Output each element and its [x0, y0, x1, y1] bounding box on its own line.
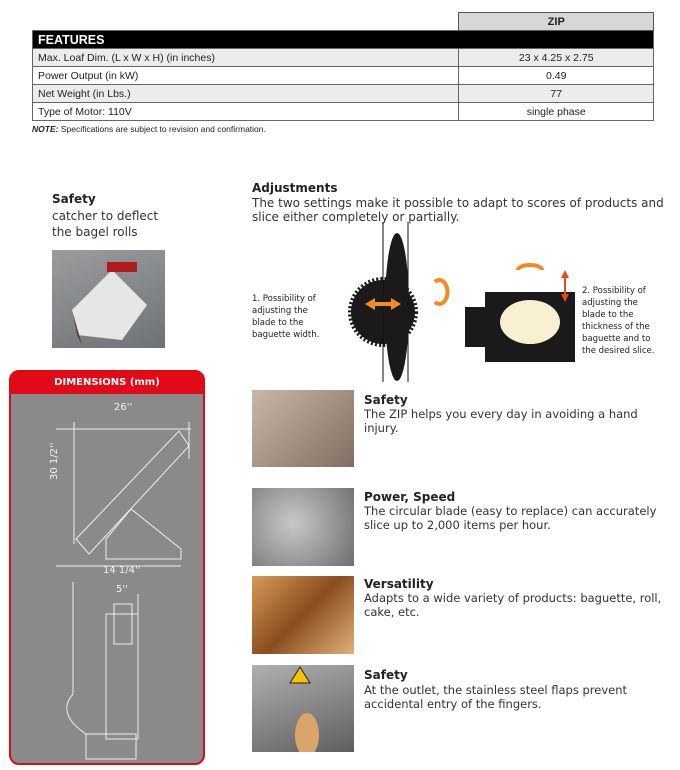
- feature-title: Safety: [364, 668, 408, 682]
- arrow-icon: [365, 298, 401, 310]
- table-row: Power Output (in kW)0.49: [31, 66, 654, 85]
- feature-text: Adapts to a wide variety of products: ba…: [364, 591, 662, 619]
- dimensions-panel: DIMENSIONS (mm) 26'' 30 1/2'' 14 1/4'' 5…: [9, 370, 205, 765]
- outlet-flaps-photo: [252, 665, 354, 752]
- adjustments-text: The two settings make it possible to ada…: [252, 196, 664, 224]
- catcher-photo: [52, 250, 165, 348]
- dimensions-title: DIMENSIONS (mm): [11, 372, 203, 394]
- row-label: Power Output (in kW): [31, 66, 460, 85]
- table-row: Max. Loaf Dim. (L x W x H) (in inches)23…: [31, 48, 654, 67]
- rotate-arrow-icon: [516, 263, 544, 271]
- feature-text: The ZIP helps you every day in avoiding …: [364, 407, 638, 435]
- width-dimension: 26'': [114, 402, 133, 413]
- model-header: ZIP: [458, 12, 654, 31]
- machine-drawing: [56, 422, 191, 760]
- adjustments-title: Adjustments: [252, 181, 338, 195]
- height-dimension: 30 1/2'': [49, 442, 60, 481]
- adjustment-label-1: 1. Possibility of adjusting the blade to…: [252, 294, 320, 340]
- adjustment-diagram: [348, 222, 575, 382]
- feature-title: Safety: [364, 393, 408, 407]
- row-label: Type of Motor: 110V: [31, 102, 460, 121]
- row-value: single phase: [458, 102, 654, 121]
- note-text: Specifications are subject to revision a…: [58, 124, 266, 134]
- safety-left-text: catcher to deflect the bagel rolls: [52, 209, 159, 239]
- feature-title: Power, Speed: [364, 490, 456, 504]
- spec-table: ZIP FEATURES Max. Loaf Dim. (L x W x H) …: [31, 12, 654, 121]
- depth-dimension: 14 1/4'': [103, 565, 141, 576]
- table-row: Net Weight (in Lbs.)77: [31, 84, 654, 103]
- feature-text: At the outlet, the stainless steel flaps…: [364, 683, 628, 711]
- feature-title: Versatility: [364, 577, 434, 591]
- note-label: NOTE:: [32, 124, 59, 134]
- feature-text: The circular blade (easy to replace) can…: [364, 504, 657, 532]
- safety-hand-photo: [252, 390, 354, 467]
- features-header: FEATURES: [32, 30, 654, 49]
- row-label: Max. Loaf Dim. (L x W x H) (in inches): [31, 48, 460, 67]
- safety-left-title: Safety: [52, 192, 96, 206]
- row-value: 23 x 4.25 x 2.75: [458, 48, 654, 67]
- blade-photo: [252, 488, 354, 566]
- bread-photo: [252, 576, 354, 654]
- note: NOTE: Specifications are subject to revi…: [32, 124, 266, 134]
- row-value: 0.49: [458, 66, 654, 85]
- warning-icon: [289, 666, 311, 684]
- opening-dimension: 5'': [116, 584, 128, 595]
- adjustment-label-2: 2. Possibility of adjusting the blade to…: [582, 286, 655, 356]
- rotate-arrow-icon: [433, 278, 450, 306]
- row-value: 77: [458, 84, 654, 103]
- arrow-icon: [561, 270, 569, 302]
- row-label: Net Weight (in Lbs.): [31, 84, 460, 103]
